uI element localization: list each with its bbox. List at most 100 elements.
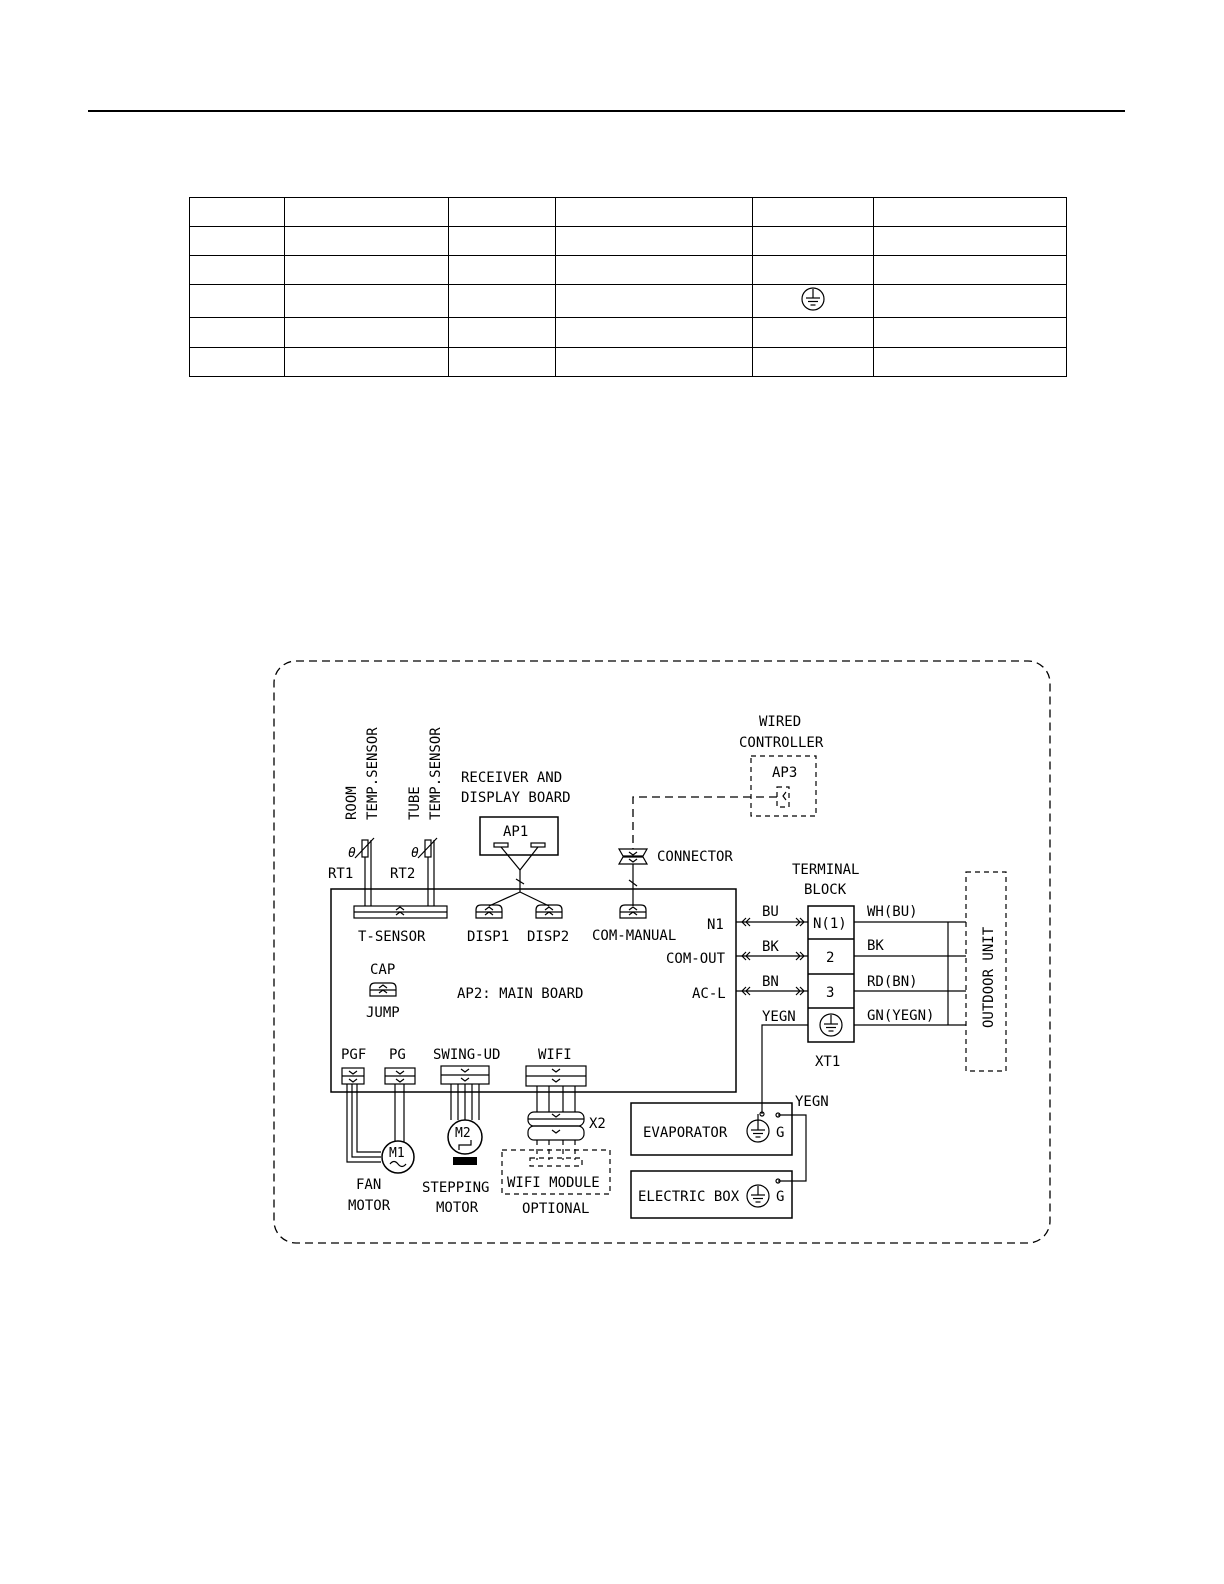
table-row: [189, 255, 1067, 285]
bn-wire-label: BN: [762, 974, 779, 990]
disp2-label: DISP2: [527, 929, 569, 945]
tube-sensor-label: TUBE: [407, 786, 423, 820]
fan-motor-wires: [346, 1084, 405, 1163]
gn-yegn-label: GN(YEGN): [867, 1008, 934, 1024]
stepping-motor-label: STEPPING: [422, 1180, 489, 1196]
com-manual-label: COM-MANUAL: [592, 928, 676, 944]
rd-bn-label: RD(BN): [867, 974, 918, 990]
terminal-2: 2: [826, 950, 834, 966]
ap1-label: AP1: [503, 824, 528, 840]
ap1-box: [479, 816, 559, 856]
evaporator-box: [630, 1102, 793, 1156]
outdoor-unit-label: OUTDOOR UNIT: [981, 926, 997, 1028]
wired-label-2: CONTROLLER: [739, 735, 824, 751]
electric-box-ground-icon: [746, 1184, 770, 1208]
ground-symbol-cell: [752, 284, 874, 318]
wifi-module-wires: [529, 1140, 583, 1167]
table-row: [189, 226, 1067, 256]
ap3-label: AP3: [772, 765, 797, 781]
fan-motor-icon: [381, 1140, 415, 1174]
terminal-3: 3: [826, 985, 834, 1001]
ground-bond-wire: [778, 1114, 807, 1182]
swing-ud-connector: [440, 1065, 490, 1085]
pgf-label: PGF: [341, 1047, 366, 1063]
yegn-wire-label: YEGN: [762, 1009, 796, 1025]
rt2-thermistor-icon: θ: [411, 837, 438, 906]
ground-icon: [801, 287, 825, 311]
bu-wire-label: BU: [762, 904, 779, 920]
evaporator-ground-icon: [746, 1114, 770, 1143]
fan-motor-label-2: MOTOR: [348, 1198, 391, 1214]
connector-label: CONNECTOR: [657, 849, 733, 865]
disp1-connector: [475, 904, 503, 919]
jump-label: JUMP: [366, 1005, 400, 1021]
table-row: [189, 347, 1067, 377]
terminal-n1: N(1): [813, 916, 847, 932]
ground-wire: [761, 1024, 808, 1114]
n1-label: N1: [707, 917, 724, 933]
ac-l-label: AC-L: [692, 986, 726, 1002]
pgf-connector: [341, 1067, 365, 1085]
wired-label: WIRED: [759, 714, 801, 730]
disp1-label: DISP1: [467, 929, 509, 945]
evaporator-g-label: G: [776, 1125, 784, 1141]
pg-label: PG: [389, 1047, 406, 1063]
wifi-label: WIFI: [538, 1047, 572, 1063]
svg-text:θ: θ: [411, 846, 419, 861]
electric-box: [630, 1170, 793, 1219]
fan-motor-label: FAN: [356, 1177, 381, 1193]
rt1-label: RT1: [328, 866, 353, 882]
swing-ud-label: SWING-UD: [433, 1047, 500, 1063]
svg-text:θ: θ: [348, 846, 356, 861]
terminal-label: TERMINAL: [792, 862, 859, 878]
stepping-motor-label-2: MOTOR: [436, 1200, 479, 1216]
main-board-label: AP2: MAIN BOARD: [457, 986, 583, 1002]
receiver-label-2: DISPLAY BOARD: [461, 790, 571, 806]
cap-label: CAP: [370, 962, 395, 978]
xt1-label: XT1: [815, 1054, 840, 1070]
wh-bu-label: WH(BU): [867, 904, 918, 920]
terminal-label-2: BLOCK: [804, 882, 847, 898]
diagram-frame: [273, 660, 1051, 1244]
stepping-motor-wires: [450, 1084, 480, 1120]
terminal-block: [807, 905, 855, 1043]
optional-label: OPTIONAL: [522, 1201, 589, 1217]
rt2-label: RT2: [390, 866, 415, 882]
m1-label: M1: [389, 1146, 405, 1161]
x2-label: X2: [589, 1116, 606, 1132]
room-sensor-label: ROOM: [344, 786, 360, 820]
wifi-connector: [525, 1065, 587, 1087]
t-sensor-connector: [353, 905, 448, 919]
wifi-module-box: [501, 1149, 611, 1195]
disp2-connector: [535, 904, 563, 919]
bk-wire-label: BK: [762, 939, 779, 955]
tube-sensor-label-2: TEMP.SENSOR: [428, 727, 444, 820]
m2-label: M2: [455, 1126, 471, 1141]
terminal-ground-icon: [819, 1013, 843, 1037]
pg-connector: [384, 1067, 416, 1085]
connector-icon: [617, 848, 649, 865]
evaporator-label: EVAPORATOR: [643, 1125, 728, 1141]
controller-cable: [632, 796, 777, 849]
wifi-module-label: WIFI MODULE: [507, 1175, 600, 1191]
t-sensor-label: T-SENSOR: [358, 929, 426, 945]
cap-jump-connector: [369, 982, 397, 997]
ap3-box: [750, 755, 817, 817]
outdoor-wires: [854, 921, 966, 1026]
electric-box-label: ELECTRIC BOX: [638, 1189, 740, 1205]
rt1-thermistor-icon: θ: [348, 837, 375, 906]
receiver-label: RECEIVER AND: [461, 770, 562, 786]
electric-box-g-label: G: [776, 1189, 784, 1205]
room-sensor-label-2: TEMP.SENSOR: [365, 727, 381, 820]
top-rule: [88, 110, 1125, 112]
outdoor-unit-box: [965, 871, 1007, 1072]
legend-table: [189, 197, 1067, 377]
bk-out-label: BK: [867, 938, 884, 954]
yegn-ground-label: YEGN: [795, 1094, 829, 1110]
com-out-label: COM-OUT: [666, 951, 726, 967]
terminal-wires: [736, 917, 808, 996]
stepping-motor-icon: [447, 1119, 483, 1165]
com-manual-connector: [619, 904, 647, 919]
wifi-cable: [536, 1086, 576, 1112]
